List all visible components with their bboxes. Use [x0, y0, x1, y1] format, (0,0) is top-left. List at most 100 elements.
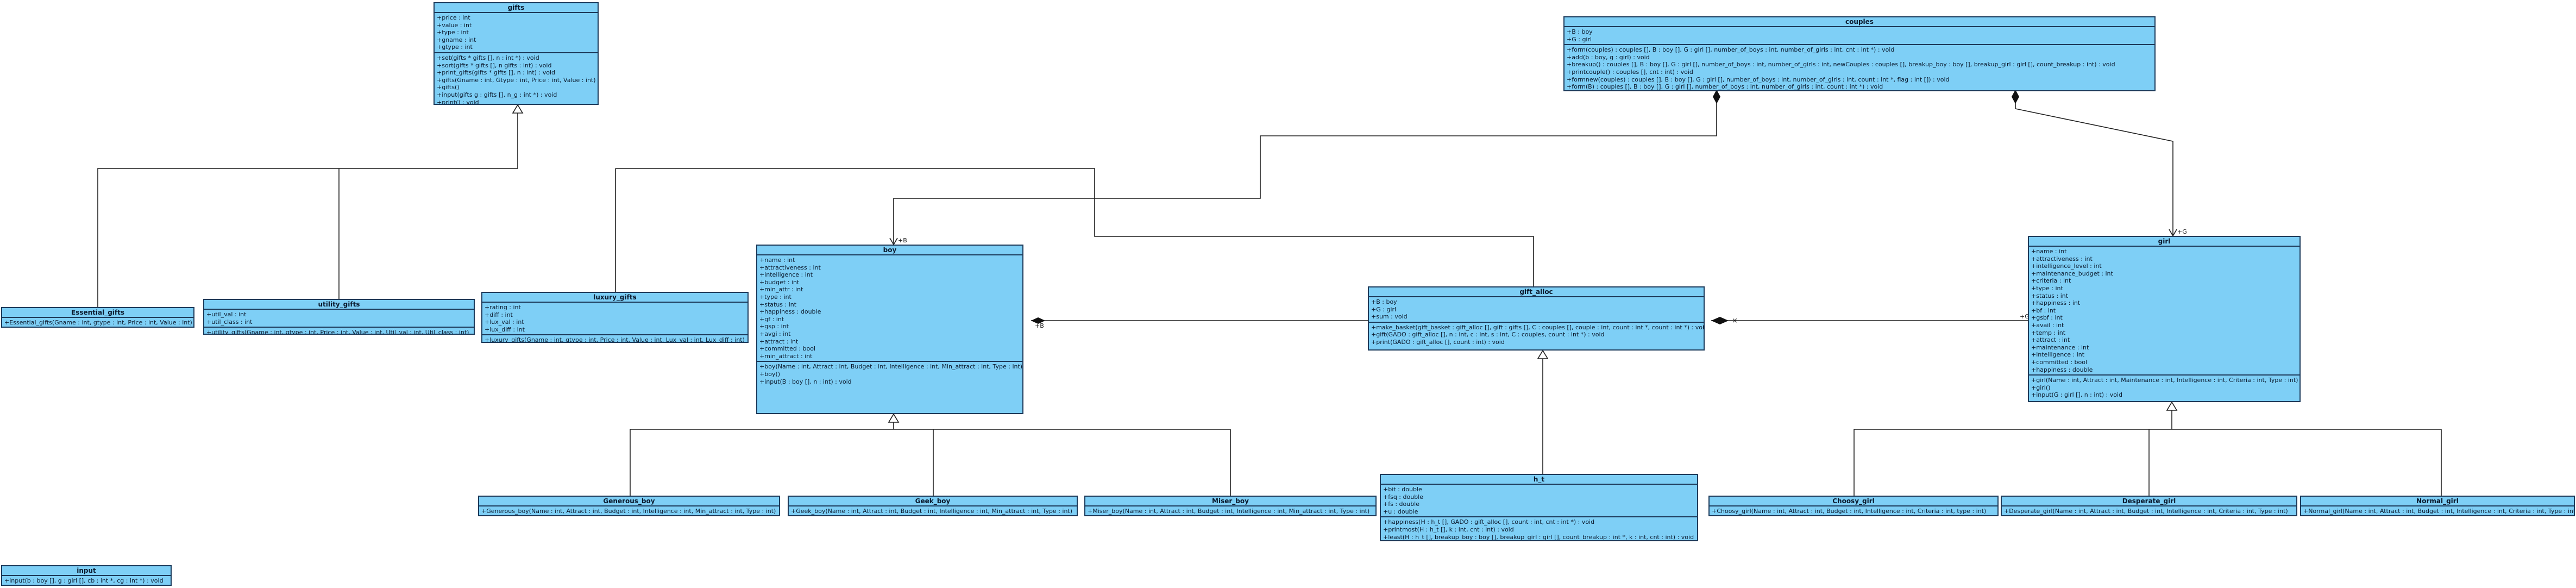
attribute: +util_class : int — [206, 318, 253, 326]
class-boy-attributes: +name : int +attractiveness : int +intel… — [757, 255, 1022, 362]
gifts-inheritance-arrowhead — [512, 104, 524, 114]
attribute: +name : int — [2031, 248, 2067, 255]
class-gifts-methods: +set(gifts * gifts [], n : int *) : void… — [435, 53, 598, 104]
class-gift-alloc-methods: +make_basket(gift_basket : gift_alloc []… — [1369, 323, 1704, 347]
class-utility-gifts[interactable]: utility_gifts +util_val : int +util_clas… — [203, 299, 475, 335]
class-miser-boy-name: Miser_boy — [1085, 497, 1375, 506]
class-girl-name: girl — [2029, 237, 2299, 247]
gift-alloc-girl-end-marker: × — [1732, 317, 1738, 325]
attribute: +gtype : int — [437, 43, 473, 51]
attribute: +criteria : int — [2031, 277, 2071, 285]
class-luxury-gifts[interactable]: luxury_gifts +rating : int +diff : int +… — [481, 292, 749, 343]
attribute: +name : int — [759, 257, 795, 264]
attribute: +happiness : int — [2031, 299, 2081, 307]
attribute: +util_val : int — [206, 311, 247, 318]
class-couples-attributes: +B : boy +G : girl — [1565, 27, 2154, 46]
attribute: +intelligence : int — [2031, 351, 2085, 359]
class-boy[interactable]: boy +name : int +attractiveness : int +i… — [756, 245, 1023, 414]
attribute: +committed : bool — [2031, 358, 2088, 366]
class-gift-alloc[interactable]: gift_alloc +B : boy +G : girl +sum : voi… — [1368, 286, 1705, 351]
method: +happiness(H : h_t [], GADO : gift_alloc… — [1383, 518, 1595, 526]
class-couples[interactable]: couples +B : boy +G : girl +form(couples… — [1563, 16, 2156, 91]
class-input-methods: +input(b : boy [], g : girl [], cb : int… — [2, 576, 171, 585]
method: +Essential_gifts(Gname : int, gtype : in… — [4, 319, 192, 326]
method: +input(gifts g : gifts [], n_g : int *) … — [437, 91, 557, 98]
attribute: +intelligence_level : int — [2031, 262, 2102, 270]
attribute: +G : girl — [1567, 35, 1592, 43]
class-normal-girl[interactable]: Normal_girl +Normal_girl(Name : int, Att… — [2300, 496, 2575, 516]
attribute: +avgi : int — [759, 330, 791, 337]
method: +utility_gifts(Gname : int, gtype : int,… — [206, 329, 469, 335]
class-normal-girl-name: Normal_girl — [2301, 497, 2574, 506]
attribute: +diff : int — [485, 311, 513, 318]
attribute: +happiness : double — [2031, 366, 2093, 373]
class-gift-alloc-attributes: +B : boy +G : girl +sum : void — [1369, 297, 1704, 323]
attribute: +status : int — [759, 301, 797, 308]
class-choosy-girl[interactable]: Choosy_girl +Choosy_girl(Name : int, Att… — [1708, 496, 1999, 516]
method: +gifts(Gname : int, Gtype : int, Price :… — [437, 76, 596, 84]
method: +printmost(H : h_t [], k : int, cnt : in… — [1383, 526, 1514, 533]
class-choosy-girl-methods: +Choosy_girl(Name : int, Attract : int, … — [1710, 506, 1997, 515]
attribute: +committed : bool — [759, 345, 816, 353]
attribute: +type : int — [437, 29, 469, 36]
attribute: +gsp : int — [759, 323, 789, 330]
attribute: +avail : int — [2031, 321, 2064, 329]
method: +form(couples) : couples [], B : boy [],… — [1567, 46, 1895, 54]
method: +Miser_boy(Name : int, Attract : int, Bu… — [1088, 508, 1370, 515]
attribute: +intelligence : int — [759, 271, 813, 279]
class-desperate-girl-name: Desperate_girl — [2002, 497, 2296, 506]
attribute: +lux_val : int — [485, 318, 524, 326]
class-miser-boy[interactable]: Miser_boy +Miser_boy(Name : int, Attract… — [1084, 496, 1377, 516]
class-desperate-girl[interactable]: Desperate_girl +Desperate_girl(Name : in… — [2001, 496, 2297, 516]
method: +add(b : boy, g : girl) : void — [1567, 53, 1650, 61]
class-geek-boy-name: Geek_boy — [789, 497, 1077, 506]
attribute: +bf : int — [2031, 306, 2056, 314]
class-input[interactable]: input +input(b : boy [], g : girl [], cb… — [1, 565, 172, 586]
mult-couples-boy: +B — [898, 237, 907, 244]
girl-inheritance-arrowhead — [2166, 401, 2178, 411]
attribute: +attractiveness : int — [2031, 255, 2093, 262]
class-luxury-gifts-attributes: +rating : int +diff : int +lux_val : int… — [482, 303, 747, 336]
class-couples-name: couples — [1565, 17, 2154, 27]
attribute: +type : int — [759, 293, 791, 301]
class-normal-girl-methods: +Normal_girl(Name : int, Attract : int, … — [2301, 506, 2574, 515]
mult-gift-alloc-boy: +B — [1035, 322, 1044, 329]
class-gifts-attributes: +price : int +value : int +type : int +g… — [435, 13, 598, 53]
method: +sort(gifts * gifts [], n gifts : int) :… — [437, 61, 552, 69]
method: +make_basket(gift_basket : gift_alloc []… — [1371, 323, 1705, 331]
method: +boy(Name : int, Attract : int, Budget :… — [759, 363, 1023, 371]
attribute: +B : boy — [1371, 298, 1397, 305]
mult-gift-alloc-girl: +G — [2020, 313, 2030, 320]
method: +Choosy_girl(Name : int, Attract : int, … — [1712, 508, 1987, 515]
gift-alloc-girl-diamond — [1711, 317, 1729, 324]
method: +formnew(couples) : couples [], B : boy … — [1567, 76, 1950, 83]
attribute: +status : int — [2031, 292, 2069, 299]
class-desperate-girl-methods: +Desperate_girl(Name : int, Attract : in… — [2002, 506, 2296, 515]
class-girl[interactable]: girl +name : int +attractiveness : int +… — [2028, 236, 2301, 402]
attribute: +gf : int — [759, 315, 784, 323]
edge-couples-to-girl — [2015, 103, 2173, 235]
class-gifts[interactable]: gifts +price : int +value : int +type : … — [433, 2, 599, 105]
attribute: +fs : double — [1383, 501, 1420, 508]
attribute: +happiness : double — [759, 308, 821, 316]
edge-essential-gifts-to-gifts — [97, 111, 518, 307]
attribute: +attract : int — [2031, 336, 2070, 344]
class-h-t-methods: +happiness(H : h_t [], GADO : gift_alloc… — [1381, 517, 1697, 540]
attribute: +gsbf : int — [2031, 314, 2063, 322]
method: +form(B) : couples [], B : boy [], G : g… — [1567, 83, 1883, 91]
class-essential-gifts[interactable]: Essential_gifts +Essential_gifts(Gname :… — [1, 307, 194, 328]
attribute: +min_attr : int — [759, 286, 803, 293]
boy-diamond-from-gift-alloc — [1031, 317, 1045, 324]
class-h-t-name: h_t — [1381, 475, 1697, 485]
class-generous-boy[interactable]: Generous_boy +Generous_boy(Name : int, A… — [478, 496, 780, 516]
attribute: +gname : int — [437, 36, 476, 43]
class-h-t[interactable]: h_t +bit : double +fsq : double +fs : do… — [1380, 474, 1698, 541]
class-couples-methods: +form(couples) : couples [], B : boy [],… — [1565, 45, 2154, 91]
method: +input(B : boy [], n : int) : void — [759, 378, 852, 385]
class-generous-boy-name: Generous_boy — [479, 497, 779, 506]
class-girl-attributes: +name : int +attractiveness : int +intel… — [2029, 247, 2299, 376]
method: +boy() — [759, 370, 781, 378]
class-geek-boy[interactable]: Geek_boy +Geek_boy(Name : int, Attract :… — [788, 496, 1078, 516]
class-utility-gifts-methods: +utility_gifts(Gname : int, gtype : int,… — [204, 328, 474, 335]
